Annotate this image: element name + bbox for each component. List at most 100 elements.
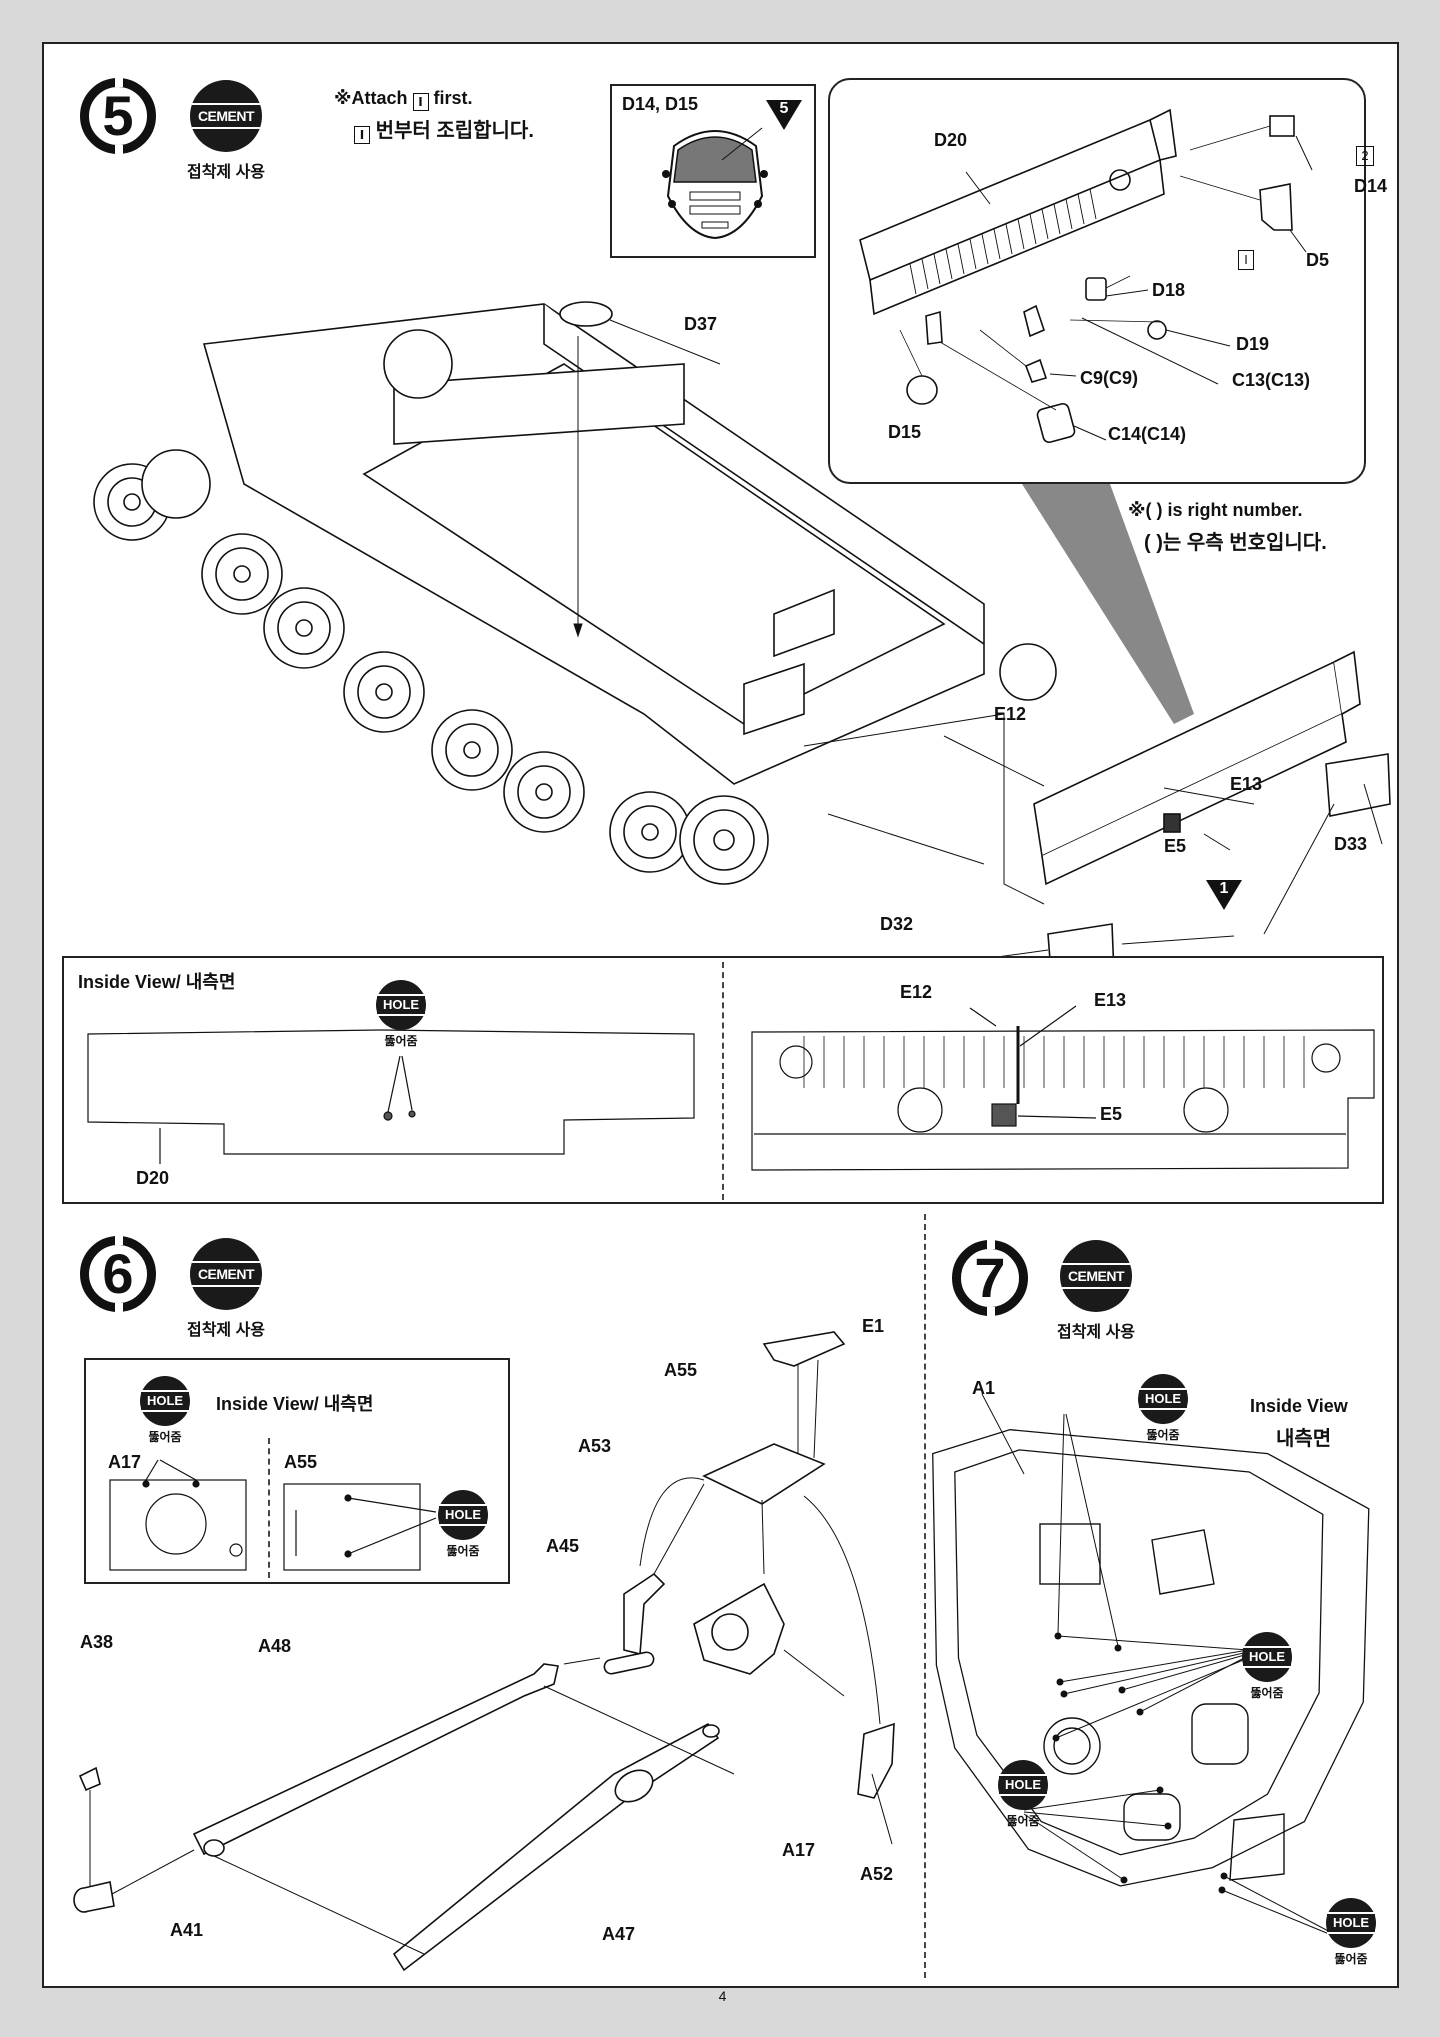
note-kr-suffix: 번부터 조립합니다.	[375, 120, 534, 142]
page-number: 4	[718, 1988, 727, 2004]
inside-label-e5: E5	[1100, 1104, 1123, 1124]
part-label-a52: A52	[860, 1864, 894, 1884]
instruction-page: 5 CEMENT 접착제 사용 ※Attach Ⅰ first. Ⅰ 번부터 조…	[42, 42, 1399, 2004]
attach-first-note-kr: Ⅰ 번부터 조립합니다.	[354, 114, 534, 144]
inside-label-e12: E12	[900, 982, 933, 1002]
hole-subtitle: 뚫어줌	[384, 1034, 418, 1048]
part-label-a17: A17	[782, 1840, 816, 1860]
inset-drawing	[109, 1459, 437, 1571]
part-label-c14: C14(C14)	[1108, 424, 1187, 444]
step6-inside-view-inset: HOLE 뚫어줌 Inside View/ 내측면 A17 A55 HOLE 뚫…	[84, 1358, 510, 1584]
part-label-d18: D18	[1152, 280, 1186, 300]
inside-view-drawing	[87, 1005, 1375, 1171]
cement-label: CEMENT	[192, 103, 260, 129]
hole-icon: HOLE	[1138, 1374, 1188, 1424]
step6-gun-drawing	[73, 1331, 895, 1972]
detail-step-marker-number: 5	[779, 100, 789, 117]
detail-title: D14, D15	[622, 94, 699, 114]
inset-label-a55: A55	[284, 1452, 318, 1472]
inside-view-title-kr: 내측면	[1276, 1428, 1332, 1450]
part-label-a55: A55	[664, 1360, 698, 1380]
cement-label: CEMENT	[192, 1261, 260, 1287]
part-label-d19: D19	[1236, 334, 1270, 354]
hole-label: HOLE	[1139, 1388, 1187, 1410]
hole-label: HOLE	[999, 1774, 1047, 1796]
part-label-a45: A45	[546, 1536, 580, 1556]
part-label-e12: E12	[994, 704, 1027, 724]
part-label-d37: D37	[684, 314, 718, 334]
step-marker-1	[1206, 880, 1242, 910]
inside-view-title: Inside View/ 내측면	[78, 972, 236, 992]
attach-first-note: ※Attach Ⅰ first.	[334, 88, 473, 111]
hole-subtitle: 뚫어줌	[1006, 1814, 1040, 1828]
box-1-marker: Ⅰ	[1238, 250, 1254, 270]
part-label-d33: D33	[1334, 834, 1368, 854]
inset-divider	[268, 1438, 270, 1578]
cement-subtitle: 접착제 사용	[186, 164, 266, 181]
hole-icon: HOLE	[140, 1376, 190, 1426]
part-label-a53: A53	[578, 1436, 612, 1456]
hole-subtitle: 뚫어줌	[148, 1430, 182, 1444]
cement-icon: CEMENT	[1060, 1240, 1132, 1312]
step7-turret-drawing	[932, 1393, 1370, 1937]
hole-subtitle: 뚫어줌	[446, 1544, 480, 1558]
detail-step-marker	[766, 100, 802, 130]
part-label-d5: D5	[1306, 250, 1330, 270]
hole-subtitle: 뚫어줌	[1334, 1952, 1368, 1966]
step-marker-1-number: 1	[1219, 880, 1229, 897]
rear-plate-detail-drawing	[859, 108, 1313, 444]
part-label-d14: D14	[1354, 176, 1388, 196]
part-label-e5: E5	[1164, 836, 1187, 856]
inside-view-divider	[722, 962, 724, 1200]
cement-label: CEMENT	[1062, 1263, 1130, 1289]
step-6-number: 6	[80, 1235, 156, 1313]
cement-subtitle: 접착제 사용	[186, 1322, 266, 1339]
part-label-a1: A1	[972, 1378, 996, 1398]
part-label-d20: D20	[934, 130, 968, 150]
cement-icon: CEMENT	[190, 1238, 262, 1310]
detail-d14-d15-box: D14, D15 5	[610, 84, 816, 258]
part-label-a41: A41	[170, 1920, 204, 1940]
hole-icon: HOLE	[998, 1760, 1048, 1810]
inset-label-a17: A17	[108, 1452, 142, 1472]
hole-icon: HOLE	[438, 1490, 488, 1540]
inside-label-e13: E13	[1094, 990, 1127, 1010]
step-7-number: 7	[952, 1239, 1028, 1317]
inside-view-title-en: Inside View	[1250, 1396, 1348, 1416]
part-label-a47: A47	[602, 1924, 636, 1944]
hole-subtitle: 뚫어줌	[1146, 1428, 1180, 1442]
hole-icon: HOLE	[376, 980, 426, 1030]
hole-label: HOLE	[439, 1504, 487, 1526]
part-label-d32: D32	[880, 914, 914, 934]
part-label-e1: E1	[862, 1316, 885, 1336]
hole-icon: HOLE	[1242, 1632, 1292, 1682]
inset-title: Inside View/ 내측면	[216, 1394, 374, 1414]
inside-label-d20: D20	[136, 1168, 170, 1188]
step-6-7-divider	[924, 1214, 926, 1978]
hole-label: HOLE	[1243, 1646, 1291, 1668]
part-label-e13: E13	[1230, 774, 1263, 794]
step5-hull-drawing	[93, 301, 1391, 984]
note-kr-box: Ⅰ	[354, 126, 370, 144]
hole-label: HOLE	[1327, 1912, 1375, 1934]
right-number-note-en: ※( ) is right number.	[1128, 500, 1303, 520]
box-2-marker: 2	[1356, 146, 1374, 166]
hole-icon: HOLE	[1326, 1898, 1376, 1948]
right-number-note-kr: ( )는 우측 번호입니다.	[1144, 532, 1327, 554]
part-label-d15: D15	[888, 422, 922, 442]
note-en-box: Ⅰ	[412, 93, 429, 111]
cement-subtitle: 접착제 사용	[1056, 1324, 1136, 1341]
detail-hatch-drawing	[662, 127, 768, 240]
part-label-a38: A38	[80, 1632, 114, 1652]
hole-subtitle: 뚫어줌	[1250, 1686, 1284, 1700]
part-label-a48: A48	[258, 1636, 292, 1656]
rear-plate-detail-panel: D20 2 D14 Ⅰ D5 D18 D19 C9(C9) C13(C13) C…	[828, 78, 1387, 484]
note-en-prefix: ※Attach	[334, 88, 408, 108]
part-label-c9: C9(C9)	[1080, 368, 1139, 388]
hole-label: HOLE	[141, 1390, 189, 1412]
step-5-number: 5	[80, 77, 156, 155]
part-label-c13: C13(C13)	[1232, 370, 1311, 390]
cement-icon: CEMENT	[190, 80, 262, 152]
inside-view-panel: Inside View/ 내측면	[62, 956, 1384, 1204]
note-en-suffix: first.	[433, 88, 473, 108]
